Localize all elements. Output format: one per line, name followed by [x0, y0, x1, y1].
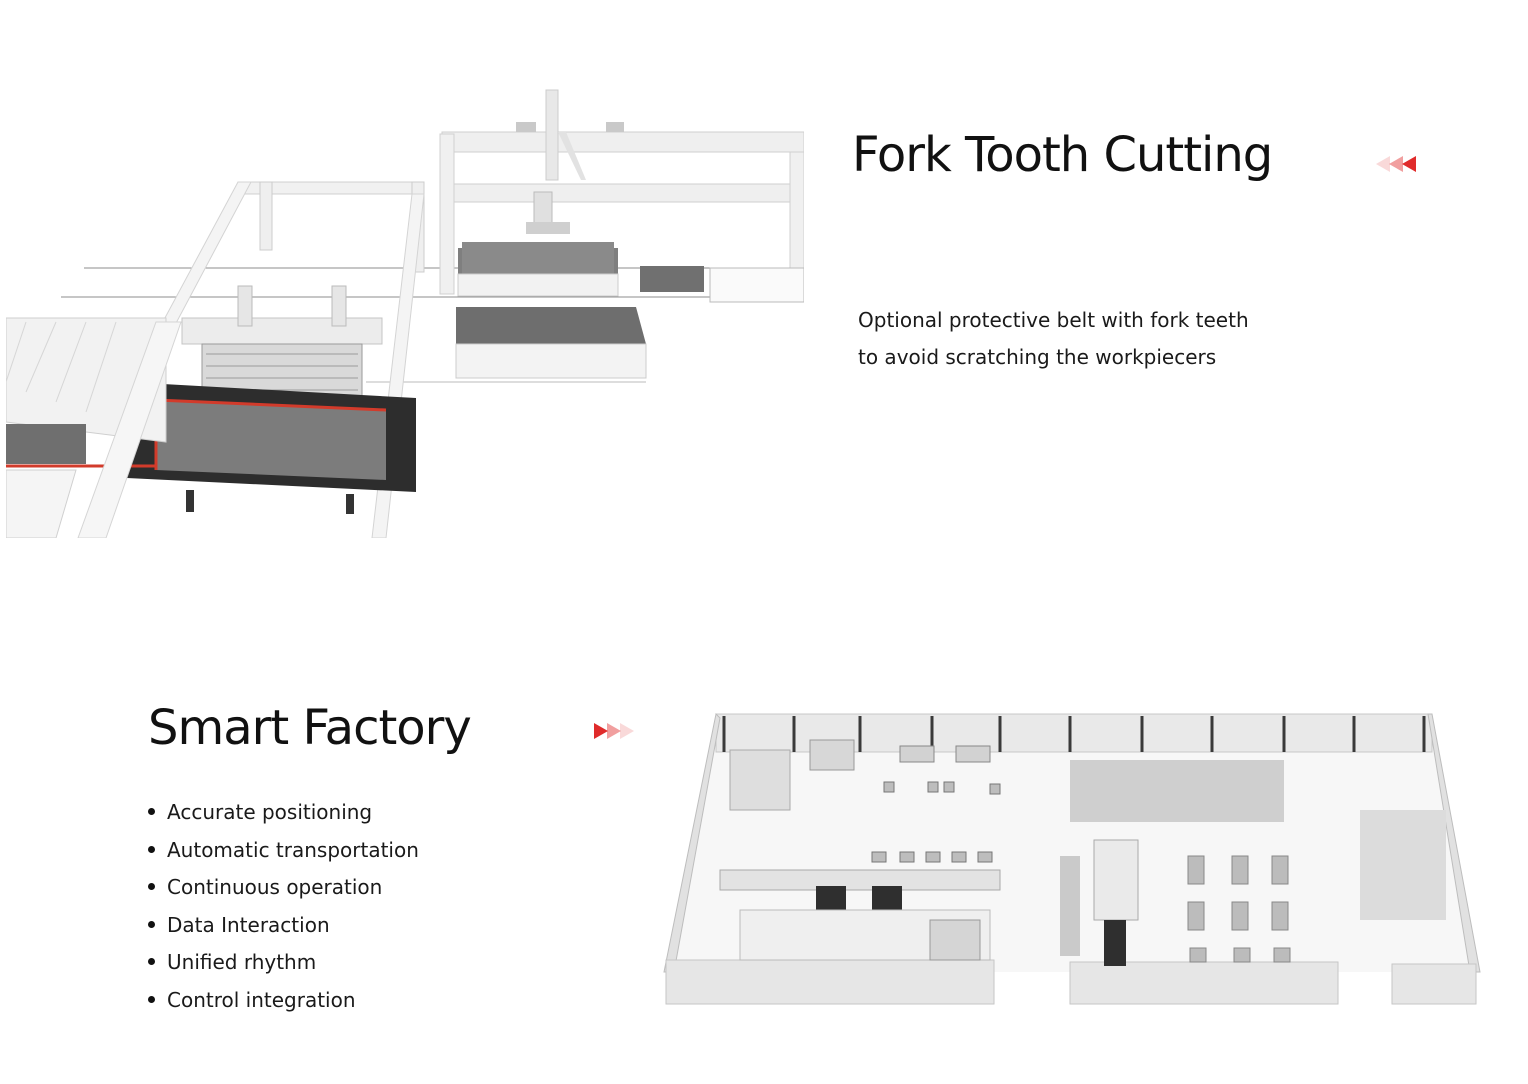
section-title: Fork Tooth Cutting	[852, 127, 1273, 183]
list-item: Continuous operation	[148, 869, 419, 907]
section-title: Smart Factory	[148, 700, 472, 756]
list-item: Control integration	[148, 982, 419, 1020]
list-item: Accurate positioning	[148, 794, 419, 832]
list-item: Unified rhythm	[148, 944, 419, 982]
triple-left-arrow-icon	[1376, 156, 1416, 172]
triple-right-arrow-icon	[594, 723, 634, 739]
list-item: Data Interaction	[148, 907, 419, 945]
description-line: to avoid scratching the workpiecers	[858, 345, 1217, 369]
description-line: Optional protective belt with fork teeth	[858, 308, 1249, 332]
fork-tooth-cutting-machine-illustration	[6, 82, 804, 538]
list-item: Automatic transportation	[148, 832, 419, 870]
fork-tooth-cutting-section: Fork Tooth Cutting Optional protective b…	[6, 82, 1416, 538]
smart-factory-layout-illustration	[660, 710, 1484, 1010]
feature-list: Accurate positioning Automatic transport…	[148, 794, 419, 1019]
smart-factory-section: Smart Factory Accurate positioning Autom…	[0, 560, 1528, 1084]
section-description: Optional protective belt with fork teeth…	[858, 302, 1298, 376]
